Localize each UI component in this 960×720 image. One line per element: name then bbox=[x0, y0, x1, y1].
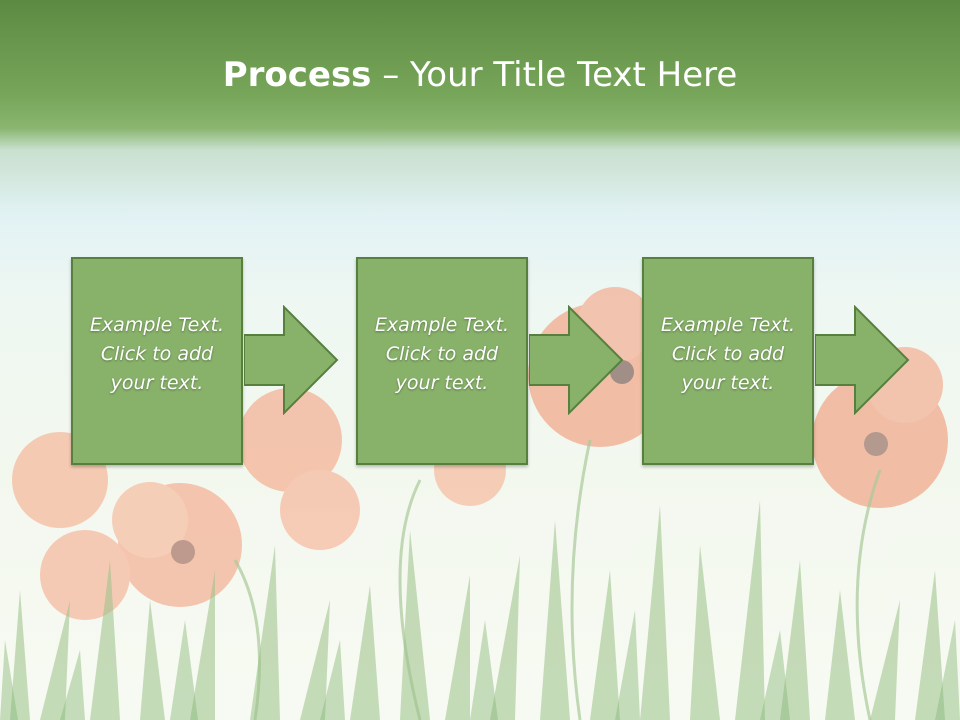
process-step-1[interactable]: Example Text. Click to add your text. bbox=[71, 257, 243, 465]
poppy-flower bbox=[112, 482, 242, 607]
arrow-right-icon[interactable] bbox=[815, 305, 911, 415]
step-text-line: your text. bbox=[395, 372, 489, 394]
step-text-line: Click to add bbox=[385, 343, 499, 365]
step-text-line: your text. bbox=[110, 372, 204, 394]
step-text-line: Example Text. bbox=[660, 314, 796, 336]
step-text[interactable]: Example Text. Click to add your text. bbox=[79, 311, 235, 398]
arrow-right-icon[interactable] bbox=[244, 305, 340, 415]
step-text-line: Click to add bbox=[671, 343, 785, 365]
step-text-line: your text. bbox=[681, 372, 775, 394]
arrow-right-icon[interactable] bbox=[529, 305, 625, 415]
title-rest-part: – Your Title Text Here bbox=[371, 55, 738, 95]
step-text-line: Example Text. bbox=[374, 314, 510, 336]
poppy-flower bbox=[238, 388, 360, 550]
step-text[interactable]: Example Text. Click to add your text. bbox=[364, 311, 520, 398]
process-step-2[interactable]: Example Text. Click to add your text. bbox=[356, 257, 528, 465]
step-text[interactable]: Example Text. Click to add your text. bbox=[650, 311, 806, 398]
process-step-3[interactable]: Example Text. Click to add your text. bbox=[642, 257, 814, 465]
slide-title[interactable]: Process – Your Title Text Here bbox=[0, 52, 960, 98]
step-text-line: Example Text. bbox=[89, 314, 225, 336]
step-text-line: Click to add bbox=[100, 343, 214, 365]
title-bold-part: Process bbox=[222, 55, 372, 95]
